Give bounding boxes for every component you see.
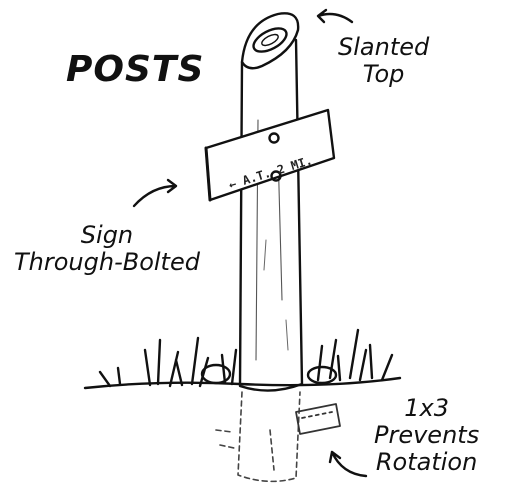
board-arrow — [330, 452, 366, 476]
prevents-rotation-line-3: Rotation — [374, 449, 479, 476]
slanted-top-line-2: Top — [338, 61, 429, 88]
anti-rotation-board — [296, 404, 340, 434]
slanted-top-line-1: Slanted — [338, 34, 429, 61]
post — [240, 40, 302, 391]
ground-grass — [85, 330, 400, 388]
buried-post — [216, 392, 300, 481]
prevents-rotation-line-1: 1x3 — [374, 395, 479, 422]
sign-arrow — [134, 180, 176, 206]
slanted-top-label: Slanted Top — [338, 34, 429, 88]
sign-bolted-line-2: Through-Bolted — [14, 249, 200, 276]
slanted-top — [242, 13, 298, 68]
diagram-title: POSTS — [66, 50, 204, 90]
prevents-rotation-line-2: Prevents — [374, 422, 479, 449]
prevents-rotation-label: 1x3 Prevents Rotation — [374, 395, 479, 476]
rocks — [202, 365, 336, 383]
slanted-top-arrow — [318, 10, 352, 22]
sign-bolted-label: Sign Through-Bolted — [14, 222, 200, 276]
sign-bolted-line-1: Sign — [14, 222, 200, 249]
trail-sign — [206, 110, 334, 200]
